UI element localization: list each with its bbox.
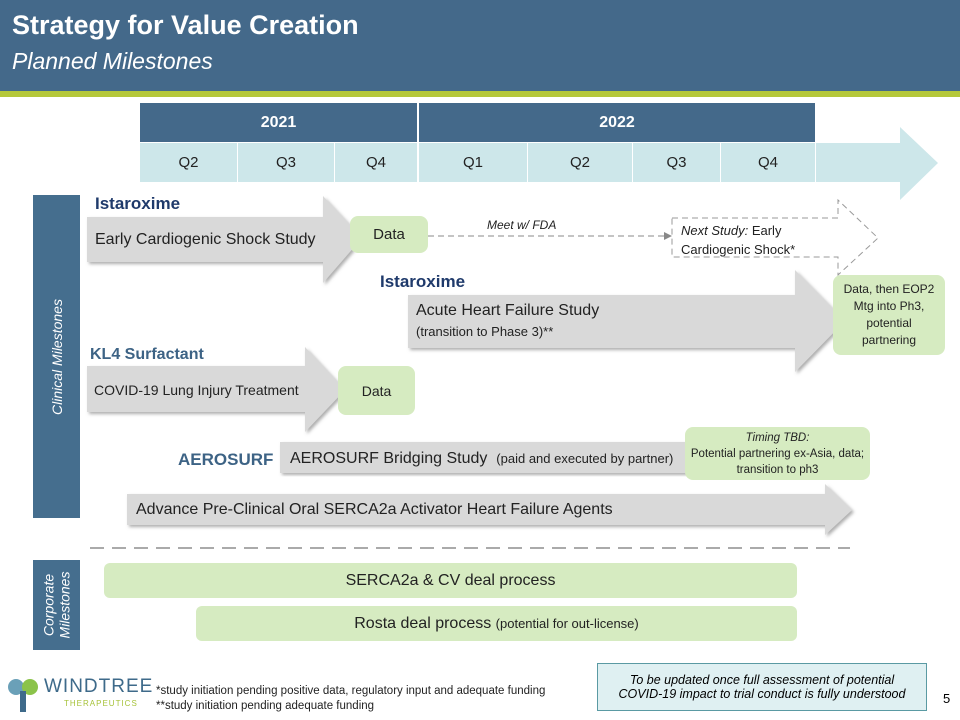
header-bar bbox=[0, 0, 960, 91]
page-subtitle: Planned Milestones bbox=[12, 48, 213, 74]
acute-hf-milestone: Data, then EOP2 Mtg into Ph3, potential … bbox=[833, 275, 945, 355]
istaroxime-label: Istaroxime bbox=[95, 194, 181, 213]
footnote-1: *study initiation pending positive data,… bbox=[156, 685, 546, 697]
logo-name: WINDTREE bbox=[44, 676, 154, 697]
aerosurf-study: AEROSURF Bridging Study (paid and execut… bbox=[290, 450, 674, 467]
quarter: Q1 bbox=[419, 143, 528, 182]
arrow-covid bbox=[87, 347, 345, 432]
quarter: Q3 bbox=[633, 143, 721, 182]
serca-preclinical-study: Advance Pre-Clinical Oral SERCA2a Activa… bbox=[136, 501, 613, 518]
arrow-acute-hf bbox=[408, 270, 845, 372]
arrow-aerosurf bbox=[280, 442, 690, 473]
page-number: 5 bbox=[943, 691, 951, 706]
clinical-milestones-label: Clinical Milestones bbox=[33, 195, 80, 518]
covid-study: COVID-19 Lung Injury Treatment bbox=[94, 382, 299, 398]
meet-fda-label: Meet w/ FDA bbox=[487, 218, 557, 232]
header-divider bbox=[0, 91, 960, 97]
rosta-deal-process: Rosta deal process (potential for out-li… bbox=[196, 606, 797, 641]
year-2021: 2021 bbox=[140, 103, 417, 142]
istaroxime-label-2: Istaroxime bbox=[380, 272, 466, 291]
aerosurf-label: AEROSURF bbox=[178, 450, 274, 469]
aerosurf-milestone: Timing TBD:Potential partnering ex-Asia,… bbox=[685, 427, 870, 480]
quarter: Q2 bbox=[528, 143, 633, 182]
quarter: Q4 bbox=[721, 143, 816, 182]
acute-hf-sub: (transition to Phase 3)** bbox=[416, 324, 554, 339]
covid-data-milestone: Data bbox=[338, 366, 415, 415]
logo-sub: THERAPEUTICS bbox=[64, 699, 138, 708]
footnote-2: **study initiation pending adequate fund… bbox=[156, 700, 375, 712]
year-2022: 2022 bbox=[419, 103, 815, 142]
serca-deal-process: SERCA2a & CV deal process bbox=[104, 563, 797, 598]
arrow-early-cardiogenic bbox=[87, 196, 362, 283]
data-milestone: Data bbox=[350, 216, 428, 253]
windtree-logo-icon bbox=[5, 676, 41, 712]
acute-hf-study: Acute Heart Failure Study bbox=[416, 302, 600, 319]
quarter: Q3 bbox=[238, 143, 335, 182]
kl4-label: KL4 Surfactant bbox=[90, 346, 204, 363]
quarter: Q2 bbox=[140, 143, 238, 182]
early-cardiogenic-study: Early Cardiogenic Shock Study bbox=[95, 231, 316, 248]
page-title: Strategy for Value Creation bbox=[12, 10, 359, 40]
quarter: Q4 bbox=[335, 143, 418, 182]
timeline-arrow bbox=[815, 127, 938, 200]
arrow-serca-preclinical bbox=[127, 484, 852, 535]
covid-update-note: To be updated once full assessment of po… bbox=[597, 663, 927, 711]
